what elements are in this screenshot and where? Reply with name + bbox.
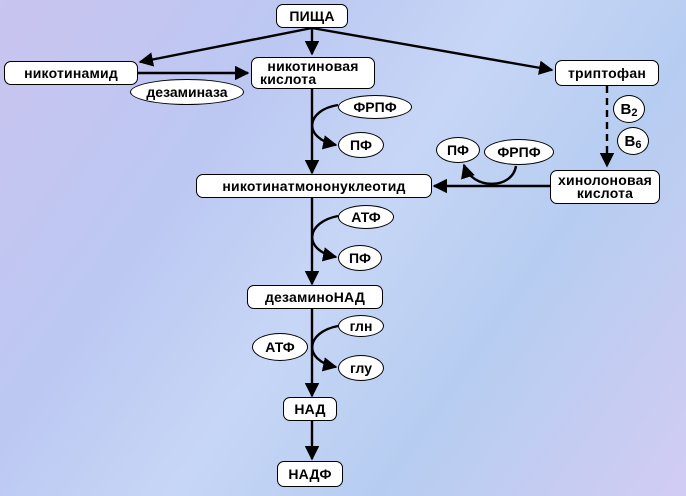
- vitamin-b6-subscript: 6: [635, 139, 642, 151]
- node-dezaminonad: дезаминоНАД: [247, 285, 383, 309]
- cofactor-frpf-1: ФРПФ: [338, 95, 412, 119]
- enzyme-deaminase: дезаминаза: [130, 79, 244, 105]
- node-tryptophan: триптофан: [555, 60, 659, 86]
- curve-frpf-to-pf-1: [311, 103, 339, 150]
- node-nadf-label: НАДФ: [288, 465, 332, 482]
- node-quinolinic-acid-line1: хинолоновая: [558, 172, 652, 188]
- vitamin-b6-letter: В: [624, 132, 636, 150]
- cofactor-pf-1-label: ПФ: [349, 137, 372, 153]
- curve-gln-to-glu: [311, 324, 339, 372]
- node-food: ПИЩА: [276, 4, 348, 28]
- node-food-label: ПИЩА: [289, 7, 335, 24]
- cofactor-atf-1: АТФ: [338, 205, 394, 229]
- vitamin-b2-subscript: 2: [631, 107, 638, 119]
- curve-atf-to-pf: [311, 214, 339, 262]
- node-nicotinic-acid-line1: никотиновая: [267, 58, 359, 74]
- node-nicotinic-acid: никотиновая кислота: [251, 57, 375, 89]
- enzyme-deaminase-label: дезаминаза: [146, 84, 228, 100]
- arrow-food-to-nicotinamide: [138, 26, 313, 67]
- node-nicotinic-acid-line2: кислота: [260, 71, 317, 87]
- cofactor-atf-2-label: АТФ: [265, 339, 295, 355]
- cofactor-glu-label: глу: [350, 360, 372, 376]
- vitamin-b2-letter: В: [620, 100, 632, 118]
- cofactor-pf-2: ПФ: [436, 137, 480, 163]
- cofactor-frpf-2: ФРПФ: [484, 139, 554, 165]
- node-tryptophan-label: триптофан: [568, 64, 646, 81]
- node-nmn-label: никотинатмононуклеотид: [222, 177, 406, 194]
- node-nad: НАД: [283, 397, 337, 421]
- cofactor-atf-1-label: АТФ: [351, 209, 381, 225]
- node-nicotinamide-label: никотинамид: [24, 64, 118, 81]
- cofactor-pf-3-label: ПФ: [348, 250, 371, 266]
- node-nicotinamide: никотинамид: [4, 61, 138, 85]
- cofactor-atf-2: АТФ: [252, 333, 308, 361]
- node-quinolinic-acid-line2: кислота: [576, 185, 634, 201]
- arrow-food-to-tryptophan: [311, 26, 554, 75]
- cofactor-glu: глу: [338, 355, 384, 381]
- cofactor-frpf-1-label: ФРПФ: [353, 99, 397, 115]
- node-nadf: НАДФ: [277, 461, 343, 487]
- cofactor-gln-label: глн: [349, 318, 373, 334]
- node-nad-label: НАД: [294, 400, 326, 417]
- cofactor-frpf-2-label: ФРПФ: [497, 144, 541, 160]
- node-nmn: никотинатмононуклеотид: [196, 174, 432, 198]
- cofactor-pf-3: ПФ: [338, 245, 382, 271]
- cofactor-gln: глн: [338, 315, 384, 337]
- node-dezaminonad-label: дезаминоНАД: [264, 288, 366, 305]
- cofactor-pf-1: ПФ: [338, 132, 384, 158]
- cofactor-pf-2-label: ПФ: [446, 142, 469, 158]
- node-quinolinic-acid: хинолоновая кислота: [550, 170, 660, 204]
- curve-frpf-to-pf-2: [461, 163, 518, 186]
